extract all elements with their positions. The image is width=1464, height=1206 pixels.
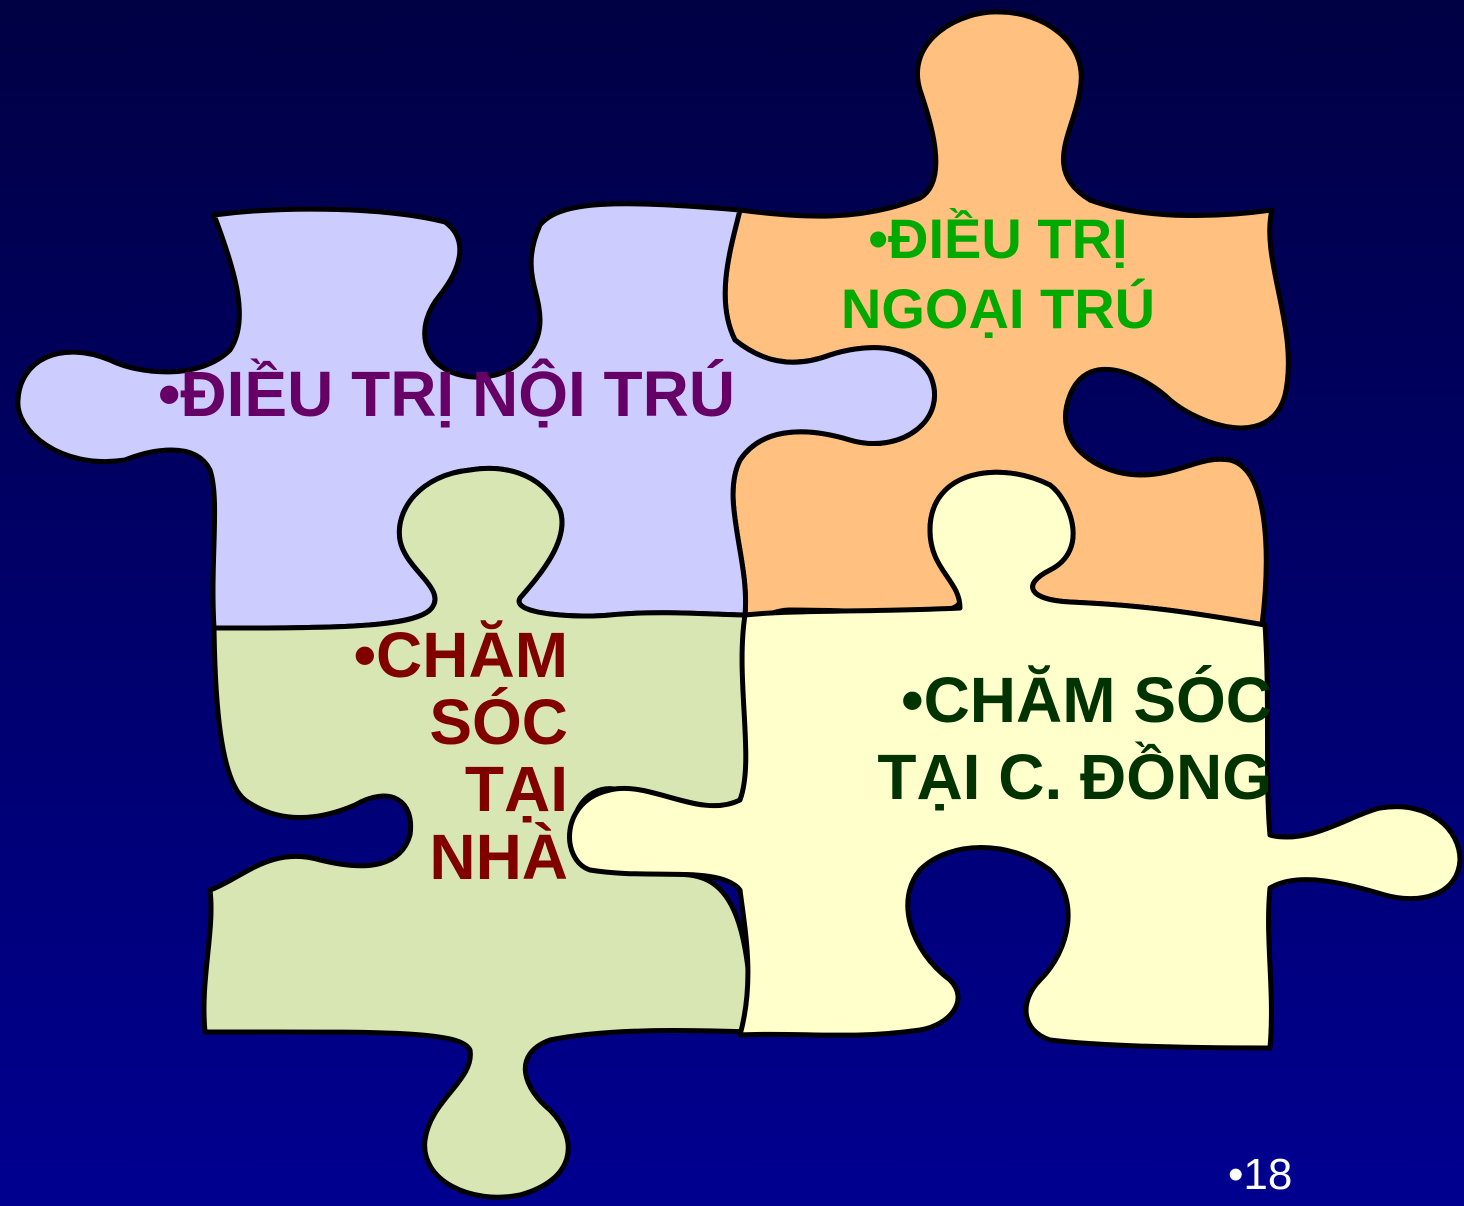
outpatient-label: •ĐIỀU TRỊ NGOẠI TRÚ	[818, 204, 1178, 344]
community-piece	[567, 469, 1463, 1051]
inpatient-label-line: •ĐIỀU TRỊ NỘI TRÚ	[158, 358, 736, 430]
inpatient-label: •ĐIỀU TRỊ NỘI TRÚ	[158, 362, 735, 426]
home-label-line: SÓC	[429, 686, 568, 759]
community-label: •CHĂM SÓC TẠI C. ĐỒNG	[812, 662, 1272, 816]
home-label: •CHĂM SÓC TẠI NHÀ	[300, 619, 568, 893]
home-label-line: TẠI	[464, 753, 568, 826]
community-label-line: TẠI C. ĐỒNG	[877, 740, 1272, 813]
page-number: •18	[1228, 1150, 1293, 1199]
home-label-line: •CHĂM	[353, 619, 568, 691]
community-label-line: •CHĂM SÓC	[901, 664, 1272, 736]
community-piece-shape	[567, 469, 1463, 1051]
home-label-line: NHÀ	[429, 820, 568, 893]
outpatient-label-line: NGOẠI TRÚ	[840, 277, 1156, 340]
outpatient-label-line: •ĐIỀU TRỊ	[868, 207, 1128, 270]
